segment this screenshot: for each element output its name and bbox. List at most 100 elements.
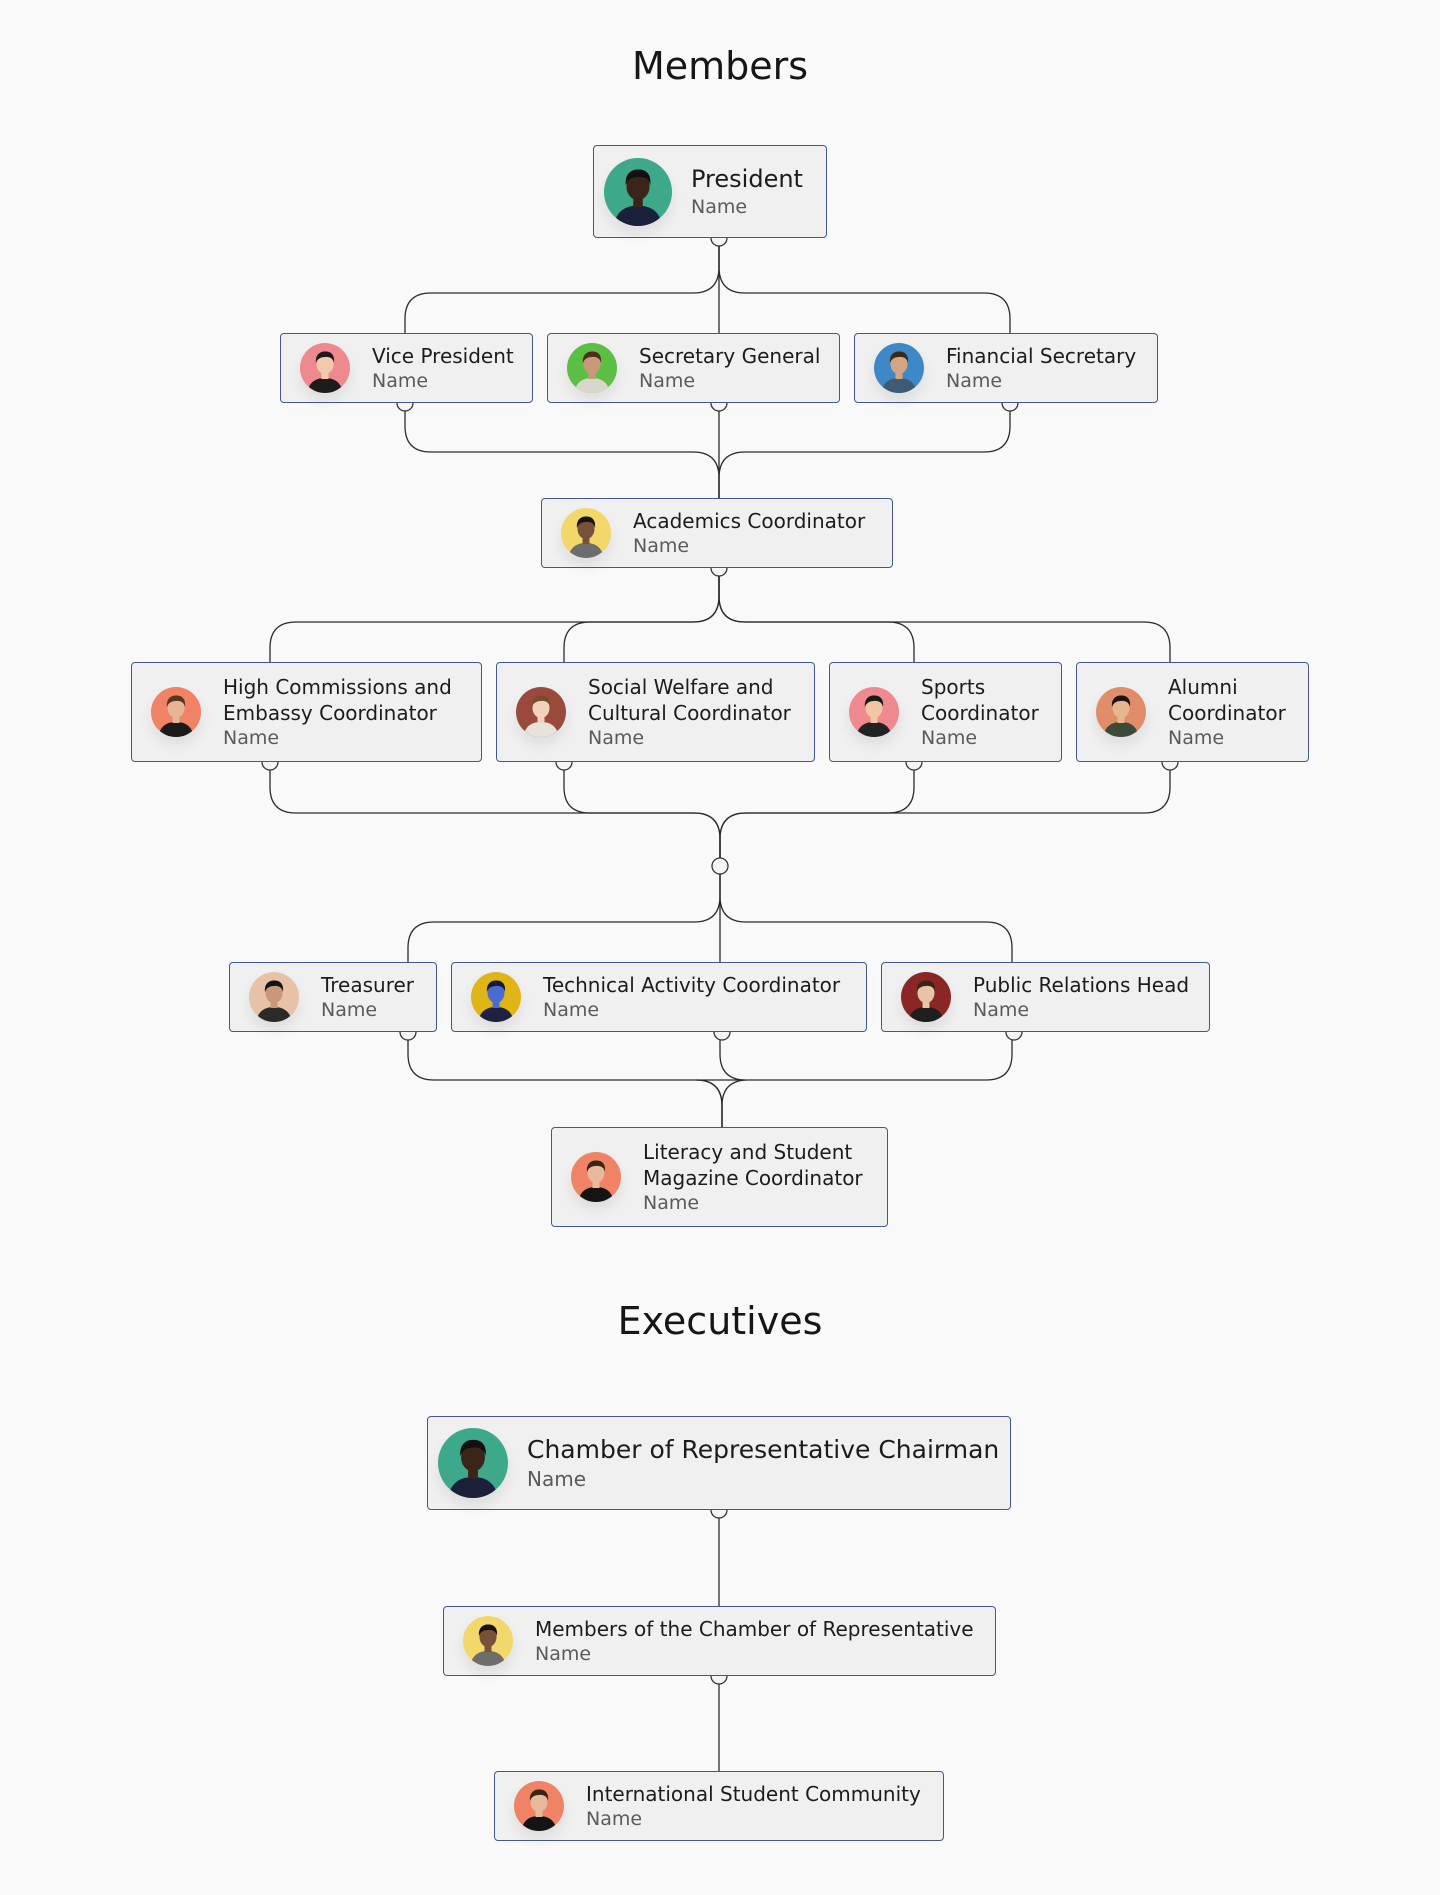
- connector-line: [719, 866, 1013, 962]
- role-title: Technical Activity Coordinator: [543, 972, 841, 997]
- person-name: Name: [973, 998, 1030, 1021]
- person-name: Name: [543, 998, 600, 1021]
- members-section-title: Members: [631, 44, 809, 88]
- avatar: [567, 343, 617, 393]
- node-card-chamber-members[interactable]: Members of the Chamber of Representative…: [443, 1606, 996, 1676]
- role-title: Coordinator: [921, 700, 1039, 725]
- person-portrait: [471, 972, 521, 1022]
- person-portrait: [571, 1152, 621, 1202]
- person-portrait: [567, 343, 617, 393]
- person-name: Name: [223, 726, 280, 749]
- role-title: Academics Coordinator: [633, 508, 866, 533]
- person-portrait: [849, 687, 899, 737]
- connector-line: [269, 762, 721, 866]
- person-name: Name: [535, 1642, 592, 1665]
- connector-line: [718, 568, 915, 662]
- person-portrait: [151, 687, 201, 737]
- connector-line: [407, 1032, 723, 1127]
- connector-line: [718, 568, 1171, 662]
- role-title: High Commissions and: [223, 674, 452, 699]
- role-title: Social Welfare and: [588, 674, 774, 699]
- avatar: [516, 687, 566, 737]
- role-title: Members of the Chamber of Representative: [535, 1616, 974, 1641]
- role-title: Sports: [921, 674, 986, 699]
- person-name: Name: [1168, 726, 1225, 749]
- avatar: [249, 972, 299, 1022]
- connector-handle[interactable]: [711, 857, 729, 875]
- connector-line: [563, 568, 720, 662]
- person-portrait: [901, 972, 951, 1022]
- connector-line: [718, 238, 1011, 333]
- person-portrait: [561, 508, 611, 558]
- person-name: Name: [586, 1807, 643, 1830]
- connector-line: [718, 403, 1011, 498]
- person-portrait: [463, 1616, 513, 1666]
- person-name: Name: [639, 369, 696, 392]
- connector-line: [407, 866, 721, 962]
- connector-line: [404, 238, 720, 333]
- connector-line: [269, 568, 720, 662]
- avatar: [514, 1781, 564, 1831]
- avatar: [874, 343, 924, 393]
- role-title: Alumni: [1168, 674, 1238, 699]
- role-title: Financial Secretary: [946, 343, 1137, 368]
- executives-section-title: Executives: [617, 1299, 823, 1343]
- person-portrait: [604, 157, 672, 226]
- avatar: [471, 972, 521, 1022]
- person-portrait: [438, 1428, 508, 1498]
- role-title: Embassy Coordinator: [223, 700, 437, 725]
- role-title: Vice President: [372, 343, 514, 368]
- role-title: Secretary General: [639, 343, 821, 368]
- avatar: [438, 1428, 508, 1498]
- connector-line: [719, 762, 1171, 866]
- person-portrait: [874, 343, 924, 393]
- person-name: Name: [946, 369, 1003, 392]
- avatar: [1096, 687, 1146, 737]
- role-title: Magazine Coordinator: [643, 1165, 863, 1190]
- role-title: Coordinator: [1168, 700, 1286, 725]
- avatar: [901, 972, 951, 1022]
- node-text: Members of the Chamber of Representative…: [535, 1616, 974, 1667]
- avatar: [849, 687, 899, 737]
- person-name: Name: [321, 998, 378, 1021]
- role-title: Chamber of Representative Chairman: [527, 1434, 1000, 1464]
- avatar: [561, 508, 611, 558]
- person-name: Name: [921, 726, 978, 749]
- role-title: Literacy and Student: [643, 1139, 853, 1164]
- role-title: Treasurer: [321, 972, 415, 997]
- person-portrait: [1096, 687, 1146, 737]
- role-title: Cultural Coordinator: [588, 700, 791, 725]
- role-title: International Student Community: [586, 1781, 921, 1806]
- avatar: [300, 343, 350, 393]
- avatar: [604, 157, 672, 226]
- connector-line: [404, 403, 720, 498]
- person-name: Name: [527, 1467, 587, 1492]
- role-title: Public Relations Head: [973, 972, 1190, 997]
